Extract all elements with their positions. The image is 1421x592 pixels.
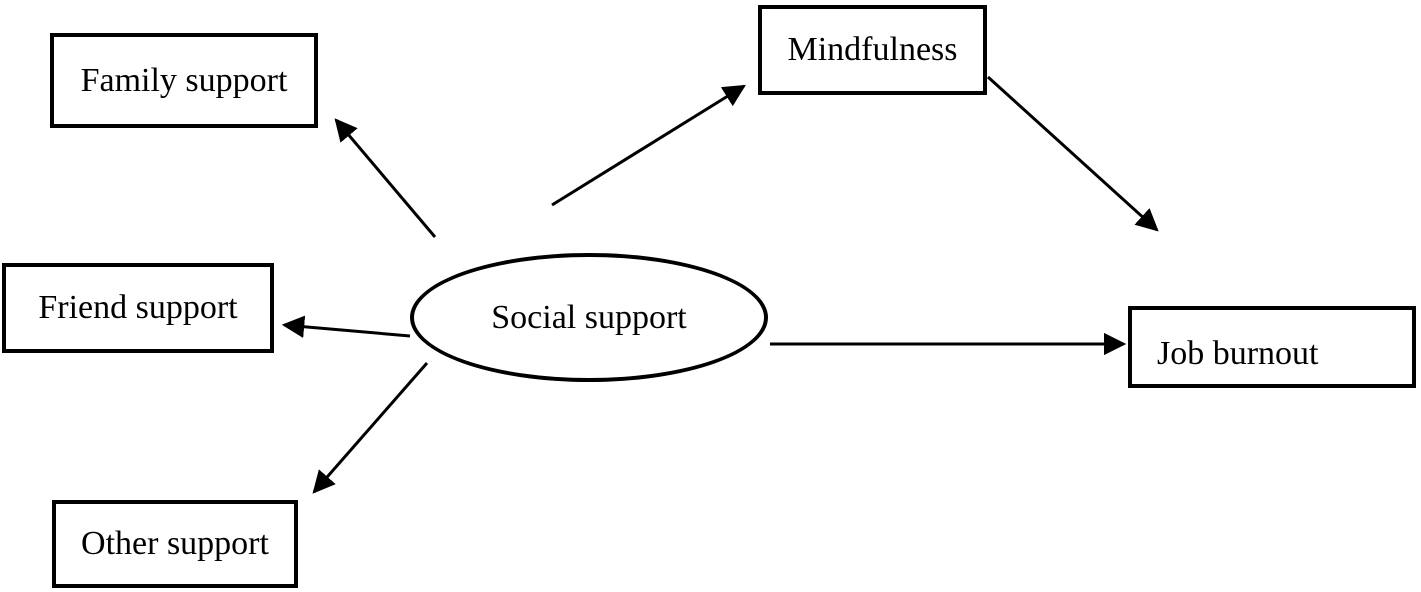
node-job-burnout-label: Job burnout [1157,335,1319,372]
arrow-social-to-family [334,118,437,238]
arrow-social-to-friend [281,315,411,338]
node-friend-support-label: Friend support [38,289,238,326]
node-family-support-label: Family support [80,61,288,99]
node-job-burnout: Job burnout [1128,306,1416,388]
arrow-mindfulness-to-job [986,75,1159,232]
node-other-support-label: Other support [81,525,269,562]
node-social-support-label: Social support [491,298,687,336]
arrow-social-to-mindfulness [551,84,746,207]
node-other-support: Other support [52,500,298,588]
node-mindfulness-label: Mindfulness [787,31,958,68]
arrow-social-to-other [312,362,429,494]
node-family-support: Family support [50,33,318,128]
node-social-support: Social support [410,253,768,382]
node-mindfulness: Mindfulness [758,5,987,95]
node-friend-support: Friend support [2,263,274,353]
